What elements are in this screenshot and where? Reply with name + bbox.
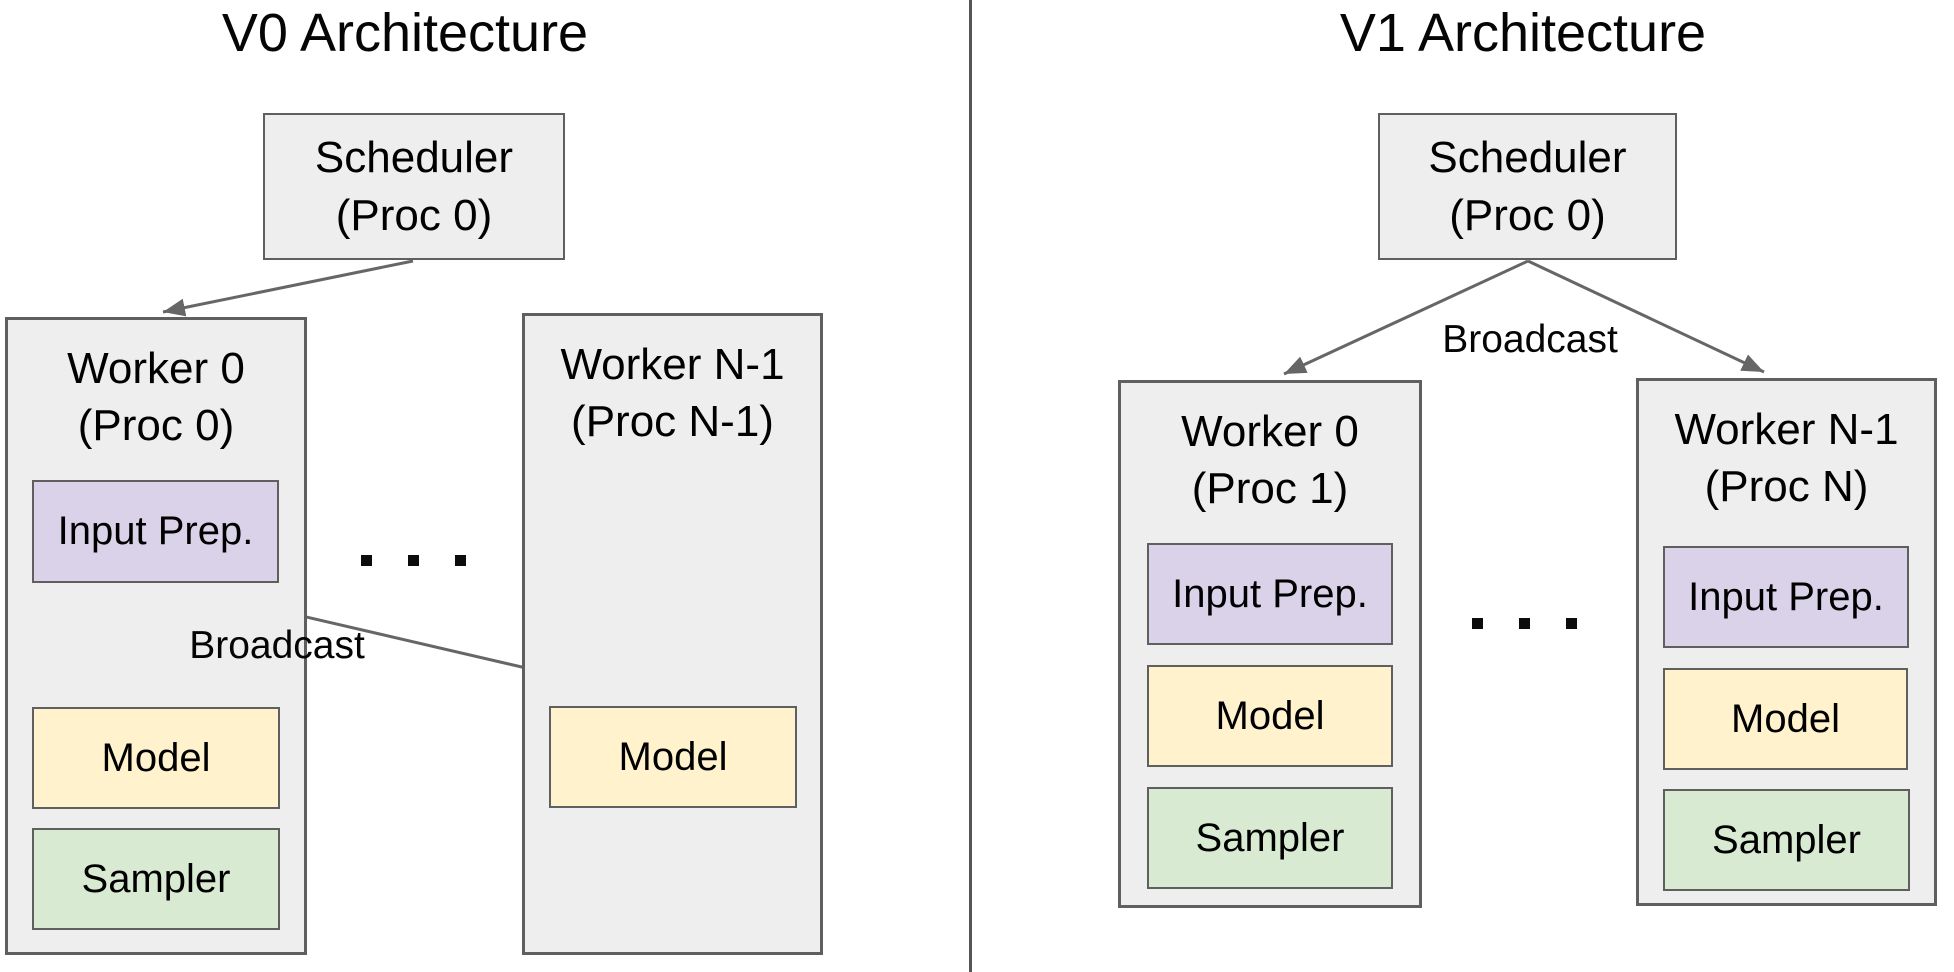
v0-worker0-box: Worker 0 (Proc 0) Input Prep. Model Samp… <box>5 317 307 955</box>
v1-workerN-title: Worker N-1 (Proc N) <box>1639 401 1934 515</box>
v1-worker0-title: Worker 0 (Proc 1) <box>1121 403 1419 517</box>
v0-scheduler-box: Scheduler (Proc 0) <box>263 113 565 260</box>
v1-scheduler-box: Scheduler (Proc 0) <box>1378 113 1677 260</box>
v0-workerN-model-box: Model <box>549 706 797 808</box>
v1-workerN-proc: (Proc N) <box>1704 462 1869 512</box>
v1-scheduler-proc: (Proc 0) <box>1449 190 1606 240</box>
dot <box>408 555 419 566</box>
v1-ellipsis-dots <box>1472 618 1577 629</box>
dot <box>1519 618 1530 629</box>
v0-scheduler-label: Scheduler <box>314 133 514 183</box>
dot <box>1472 618 1483 629</box>
v0-worker0-name: Worker 0 <box>67 344 245 393</box>
v0-ellipsis-dots <box>361 555 466 566</box>
v1-worker0-input-prep-box: Input Prep. <box>1147 543 1393 645</box>
v1-workerN-box: Worker N-1 (Proc N) Input Prep. Model Sa… <box>1636 378 1937 906</box>
v0-worker0-title: Worker 0 (Proc 0) <box>8 340 304 454</box>
v1-workerN-input-prep-box: Input Prep. <box>1663 546 1909 648</box>
v1-workerN-name: Worker N-1 <box>1674 405 1899 454</box>
v0-workerN-proc: (Proc N-1) <box>571 397 774 447</box>
v0-worker0-proc: (Proc 0) <box>77 401 235 451</box>
v0-workerN-title: Worker N-1 (Proc N-1) <box>525 336 820 450</box>
v0-broadcast-label: Broadcast <box>189 624 365 667</box>
v1-scheduler-label: Scheduler <box>1428 133 1627 183</box>
v1-workerN-sampler-box: Sampler <box>1663 789 1910 891</box>
v1-workerN-model-box: Model <box>1663 668 1908 770</box>
v0-workerN-name: Worker N-1 <box>560 340 785 389</box>
v1-worker0-box: Worker 0 (Proc 1) Input Prep. Model Samp… <box>1118 380 1422 908</box>
panel-divider <box>969 0 972 972</box>
v0-workerN-box: Worker N-1 (Proc N-1) Model <box>522 313 823 955</box>
v1-broadcast-label: Broadcast <box>1442 318 1618 361</box>
v0-scheduler-proc: (Proc 0) <box>335 190 493 240</box>
v1-worker0-sampler-box: Sampler <box>1147 787 1393 889</box>
v0-worker0-model-box: Model <box>32 707 280 809</box>
v1-worker0-name: Worker 0 <box>1181 407 1359 456</box>
dot <box>361 555 372 566</box>
v0-worker0-input-prep-box: Input Prep. <box>32 480 279 583</box>
dot <box>455 555 466 566</box>
v0-worker0-sampler-box: Sampler <box>32 828 280 930</box>
dot <box>1566 618 1577 629</box>
v0-panel-title: V0 Architecture <box>221 3 589 63</box>
v1-worker0-proc: (Proc 1) <box>1191 464 1349 514</box>
v1-worker0-model-box: Model <box>1147 665 1393 767</box>
v1-panel-title: V1 Architecture <box>1339 3 1707 63</box>
